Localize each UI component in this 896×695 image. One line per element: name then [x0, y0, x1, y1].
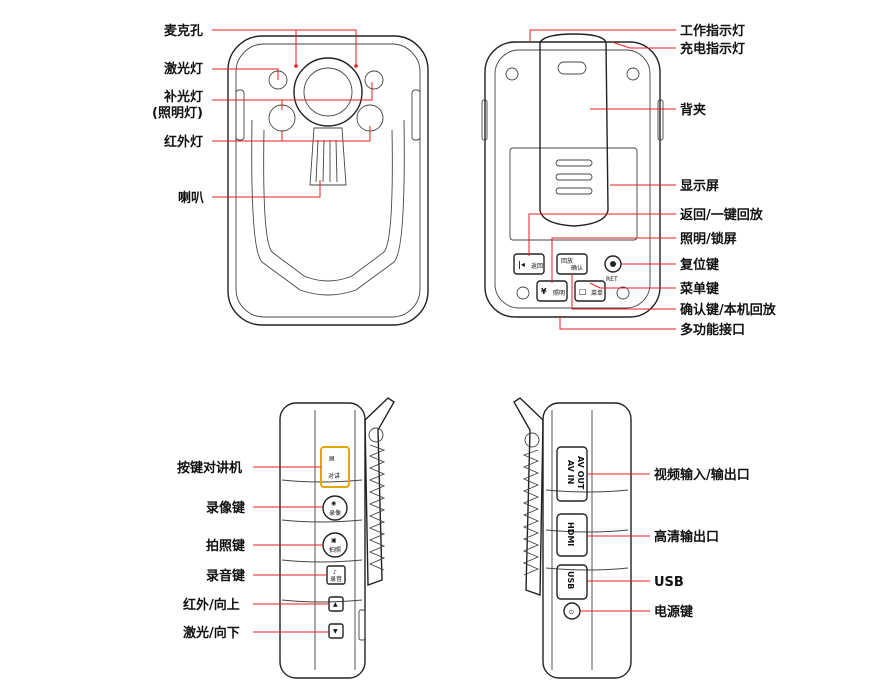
label-multi-port: 多功能接口: [680, 322, 745, 338]
port-text-av-in: AV IN: [566, 460, 575, 484]
btn-text-video: 录像: [329, 509, 341, 517]
label-back-onekey: 返回/一键回放: [680, 207, 764, 223]
label-ptt: 按键对讲机: [177, 460, 242, 476]
port-text-usb: USB: [566, 571, 575, 589]
menu-button[interactable]: [574, 280, 606, 302]
btn-text-back: 返回: [531, 263, 543, 270]
btn-text-confirm: 确认: [571, 264, 583, 272]
port-text-av-out: AV OUT: [576, 456, 585, 490]
front-body-inner: [235, 43, 421, 318]
right-body: [542, 402, 632, 679]
label-usb: USB: [654, 575, 684, 590]
hdmi-port[interactable]: [556, 513, 588, 557]
laser-down-button[interactable]: [328, 623, 344, 639]
label-laser: 激光灯: [164, 61, 203, 77]
usb-port[interactable]: [556, 564, 588, 600]
btn-text-rec: 回放: [561, 257, 573, 265]
label-menu: 菜单键: [679, 281, 719, 297]
label-charge-indicator: 充电指示灯: [680, 41, 745, 57]
label-laser-down: 激光/向下: [183, 625, 240, 641]
light-icon: ¥: [541, 287, 547, 296]
btn-text-ptt: 对讲: [328, 472, 340, 480]
label-ir-up: 红外/向上: [183, 597, 240, 613]
label-light-lock: 照明/锁屏: [680, 231, 737, 247]
display-screen: [509, 147, 638, 241]
label-av: 视频输入/输出口: [654, 467, 750, 483]
camera-lens-icon: [293, 57, 363, 127]
label-mic: 麦克孔: [164, 23, 203, 39]
label-power: 电源键: [654, 604, 693, 620]
btn-text-audio: 录音: [330, 575, 342, 583]
btn-text-reset: RET: [606, 276, 618, 283]
menu-icon: □: [579, 287, 587, 296]
label-video: 录像键: [206, 500, 245, 516]
right-side-view: AV IN AV OUT HDMI USB ⏻ 视频输入/输出口 高清输出口 U…: [513, 397, 750, 679]
back-view: 返回 |◂ 回放 确认 照明 ¥ 菜单 □ RET 工作指示灯 充电指示灯 背夹…: [481, 23, 777, 338]
front-view: 麦克孔 激光灯 补光灯 (照明灯) 红外灯 喇叭: [152, 23, 429, 326]
label-back-clip: 背夹: [680, 102, 706, 118]
ptt-icon: ▤: [329, 455, 335, 462]
label-audio: 录音键: [206, 568, 245, 584]
power-icon: ⏻: [569, 609, 574, 616]
btn-text-light: 照明: [553, 290, 565, 297]
video-button[interactable]: [322, 495, 348, 521]
left-clip: [364, 397, 395, 586]
back-clip: [539, 33, 609, 227]
btn-text-photo: 拍照: [329, 546, 341, 554]
label-infrared: 红外灯: [164, 134, 203, 150]
label-confirm-playback: 确认键/本机回放: [680, 302, 777, 318]
mic-icon: ♪: [333, 569, 337, 576]
label-display: 显示屏: [680, 179, 719, 194]
back-body-outer: [484, 41, 661, 318]
left-body: [279, 402, 366, 679]
port-text-hdmi: HDMI: [566, 522, 575, 546]
back-icon: |◂: [518, 260, 525, 269]
label-fill-light: 补光灯: [163, 89, 203, 105]
photo-icon: ▣: [331, 537, 337, 544]
front-body-outer: [227, 35, 429, 326]
btn-text-menu: 菜单: [591, 289, 603, 297]
label-hdmi: 高清输出口: [654, 529, 719, 545]
video-icon: ◉: [331, 500, 336, 507]
label-speaker: 喇叭: [178, 190, 204, 206]
label-fill-light-sub: (照明灯): [152, 105, 203, 121]
label-photo: 拍照键: [206, 538, 245, 554]
right-clip: [513, 397, 544, 596]
label-work-indicator: 工作指示灯: [680, 23, 745, 39]
label-reset: 复位键: [679, 257, 719, 273]
left-side-view: ▤ 对讲 ◉ 录像 ▣ 拍照 ♪ 录音 ▲ ▼ 按键对讲机 录像键 拍照键 录音…: [177, 397, 395, 679]
speaker-grille-icon: [309, 127, 347, 186]
down-icon: ▼: [333, 628, 338, 635]
up-icon: ▲: [333, 601, 338, 608]
